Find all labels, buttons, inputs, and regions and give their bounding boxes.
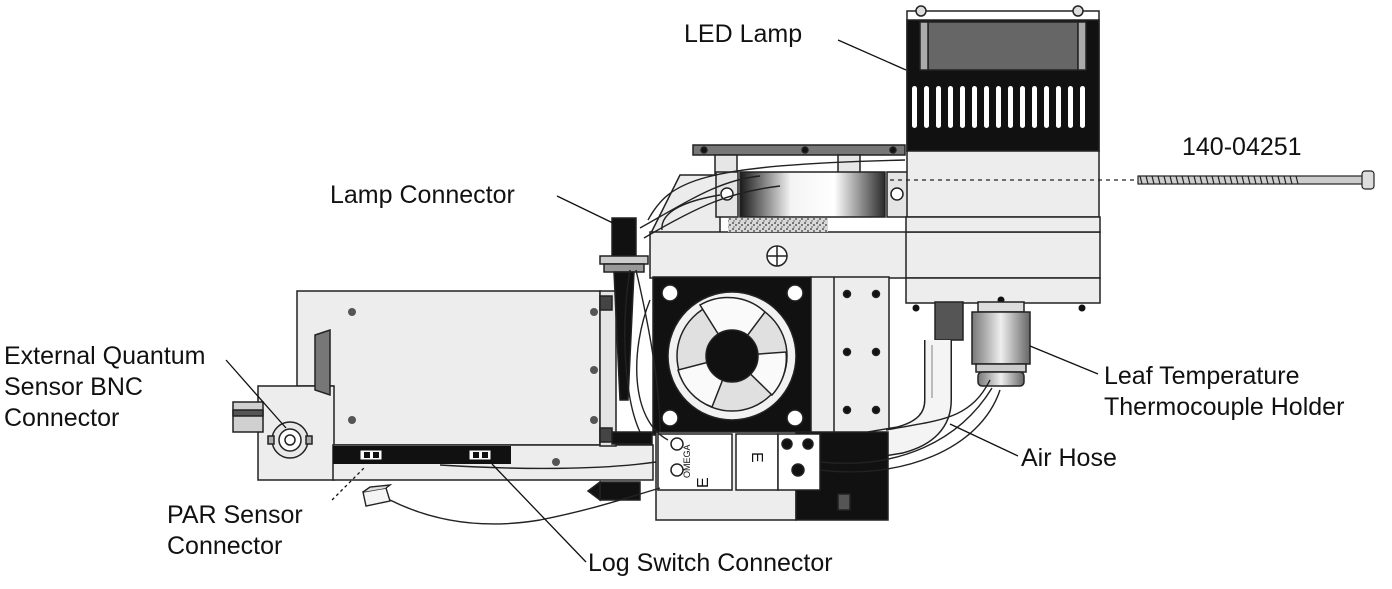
body-screws bbox=[348, 308, 598, 466]
label-led-lamp: LED Lamp bbox=[684, 20, 803, 48]
label-leaf-temperature: Leaf Temperature Thermocouple Holder bbox=[1104, 361, 1344, 423]
wires bbox=[389, 159, 1001, 525]
omega-left-letter: E bbox=[695, 477, 712, 488]
omega-connector-block bbox=[586, 431, 889, 521]
par-sensor-plug bbox=[362, 484, 393, 507]
label-external-quantum-line2: Sensor BNC bbox=[4, 373, 143, 401]
label-log-switch: Log Switch Connector bbox=[588, 549, 833, 577]
label-leaf-temperature-line1: Leaf Temperature bbox=[1104, 362, 1300, 390]
thermocouple-holder bbox=[971, 301, 1031, 387]
label-external-quantum-line3: Connector bbox=[4, 404, 120, 432]
long-screw bbox=[890, 170, 1375, 190]
leader-lines bbox=[225, 39, 1099, 563]
label-part-number: 140-04251 bbox=[1182, 133, 1302, 161]
sensor-head-body bbox=[257, 290, 654, 481]
air-hose bbox=[867, 301, 964, 459]
label-par-sensor-line2: Connector bbox=[167, 532, 283, 560]
label-par-sensor: PAR Sensor Connector bbox=[167, 500, 303, 562]
label-lamp-connector: Lamp Connector bbox=[330, 181, 515, 209]
lamp-connector-plug bbox=[599, 217, 653, 445]
heat-sink-fins bbox=[912, 86, 1085, 128]
omega-brand: OMEGA bbox=[682, 444, 692, 478]
led-lamp-housing bbox=[905, 5, 1101, 233]
connector-strip bbox=[333, 446, 511, 464]
label-external-quantum-line1: External Quantum bbox=[4, 342, 206, 370]
bnc-connector bbox=[232, 401, 313, 459]
omega-right-letter: E bbox=[748, 452, 765, 463]
top-plate bbox=[692, 144, 906, 176]
label-air-hose: Air Hose bbox=[1021, 444, 1117, 472]
label-external-quantum: External Quantum Sensor BNC Connector bbox=[4, 341, 206, 434]
upper-bracket bbox=[648, 174, 1101, 304]
label-par-sensor-line1: PAR Sensor bbox=[167, 501, 303, 529]
fan-block bbox=[652, 276, 890, 436]
label-leaf-temperature-line2: Thermocouple Holder bbox=[1104, 393, 1345, 421]
